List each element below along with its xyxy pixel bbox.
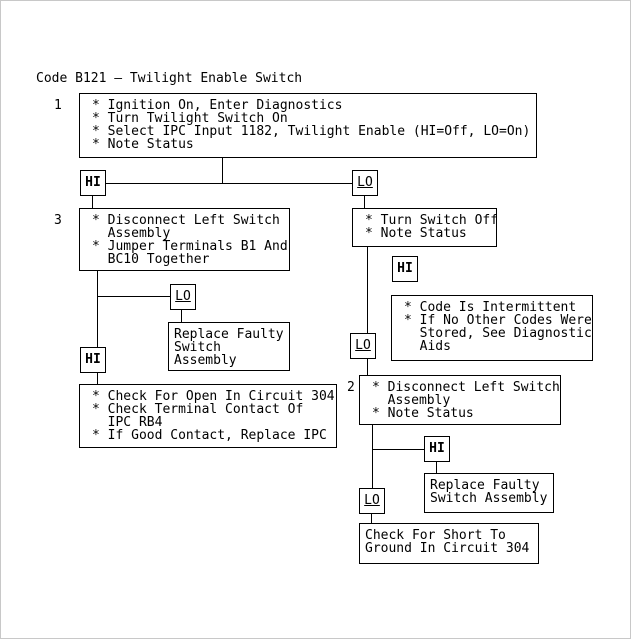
check-open-line: * Check Terminal Contact Of bbox=[92, 402, 304, 417]
step-box-3: * Disconnect Left Switch Assembly * Jump… bbox=[79, 208, 290, 271]
replace-left-line: Assembly bbox=[174, 353, 237, 368]
step-number-2: 2 bbox=[347, 380, 355, 395]
connector-box1-down bbox=[222, 158, 223, 184]
box1-line: * Note Status bbox=[92, 137, 194, 152]
connector-box2-down bbox=[372, 424, 373, 489]
intermittent-line: Stored, See Diagnostic bbox=[404, 326, 592, 341]
box2-line: Assembly bbox=[372, 393, 451, 408]
decision-tag-hi-left: HI bbox=[80, 170, 108, 198]
box1-line: * Ignition On, Enter Diagnostics bbox=[92, 98, 343, 113]
step-number-1: 1 bbox=[54, 98, 62, 113]
decision-tag-hi-bottom-right: HI bbox=[424, 436, 452, 464]
connector-branch-to-hi4 bbox=[372, 449, 425, 450]
decision-tag-lo-left-branch: LO bbox=[170, 284, 198, 312]
turn-off-line: * Turn Switch Off bbox=[365, 213, 499, 228]
check-open-line: * If Good Contact, Replace IPC bbox=[92, 428, 327, 443]
action-box-check-short-ground: Check For Short To Ground In Circuit 304 bbox=[359, 523, 539, 564]
decision-tag-hi-right-branch: HI bbox=[392, 256, 420, 284]
connector-lo4-to-checkshort bbox=[371, 513, 372, 523]
chart-title: Code B121 – Twilight Enable Switch bbox=[36, 71, 303, 86]
connector-hi1-to-box3 bbox=[92, 195, 93, 209]
step-box-2: * Disconnect Left Switch Assembly * Note… bbox=[359, 375, 561, 425]
box2-line: * Disconnect Left Switch bbox=[372, 380, 560, 395]
connector-lo1-to-turnoff bbox=[364, 195, 365, 209]
replace-right-line: Replace Faulty bbox=[430, 478, 540, 493]
step-number-3: 3 bbox=[54, 213, 62, 228]
step-box-1: * Ignition On, Enter Diagnostics * Turn … bbox=[79, 93, 537, 158]
check-short-line: Ground In Circuit 304 bbox=[365, 541, 530, 556]
intermittent-line: Aids bbox=[404, 339, 451, 354]
action-box-check-open-circuit: * Check For Open In Circuit 304 * Check … bbox=[79, 384, 337, 448]
decision-tag-lo-bottom-right: LO bbox=[359, 488, 387, 516]
action-box-code-intermittent: * Code Is Intermittent * If No Other Cod… bbox=[391, 295, 595, 363]
action-box-turn-switch-off: * Turn Switch Off * Note Status bbox=[352, 208, 499, 249]
decision-tag-lo-right: LO bbox=[352, 170, 380, 198]
check-short-line: Check For Short To bbox=[365, 528, 506, 543]
intermittent-line: * Code Is Intermittent bbox=[404, 300, 577, 315]
connector-box3-down bbox=[97, 270, 98, 384]
replace-left-line: Replace Faulty bbox=[174, 327, 284, 342]
action-box-replace-switch-left: Replace Faulty Switch Assembly bbox=[168, 322, 292, 373]
box3-line: BC10 Together bbox=[92, 252, 210, 267]
connector-hi4-to-replace-right bbox=[436, 461, 437, 473]
box2-line: * Note Status bbox=[372, 406, 474, 421]
replace-left-line: Switch bbox=[174, 340, 221, 355]
replace-right-line: Switch Assembly bbox=[430, 491, 548, 506]
box3-line: * Jumper Terminals B1 And bbox=[92, 239, 288, 254]
decision-tag-hi-left-branch: HI bbox=[80, 347, 108, 375]
turn-off-line: * Note Status bbox=[365, 226, 467, 241]
connector-branch-to-lo2 bbox=[97, 296, 171, 297]
check-open-line: IPC RB4 bbox=[92, 415, 163, 430]
box3-line: * Disconnect Left Switch bbox=[92, 213, 280, 228]
box3-line: Assembly bbox=[92, 226, 171, 241]
connector-hi-lo-branch bbox=[105, 183, 353, 184]
connector-lo2-to-replace-left bbox=[181, 310, 182, 323]
box1-line: * Turn Twilight Switch On bbox=[92, 111, 288, 126]
connector-turnoff-down bbox=[367, 246, 368, 376]
action-box-replace-switch-right: Replace Faulty Switch Assembly bbox=[424, 473, 556, 515]
check-open-line: * Check For Open In Circuit 304 bbox=[92, 389, 335, 404]
decision-tag-lo-mid-right: LO bbox=[350, 333, 378, 361]
box1-line: * Select IPC Input 1182, Twilight Enable… bbox=[92, 124, 531, 139]
intermittent-line: * If No Other Codes Were bbox=[404, 313, 592, 328]
